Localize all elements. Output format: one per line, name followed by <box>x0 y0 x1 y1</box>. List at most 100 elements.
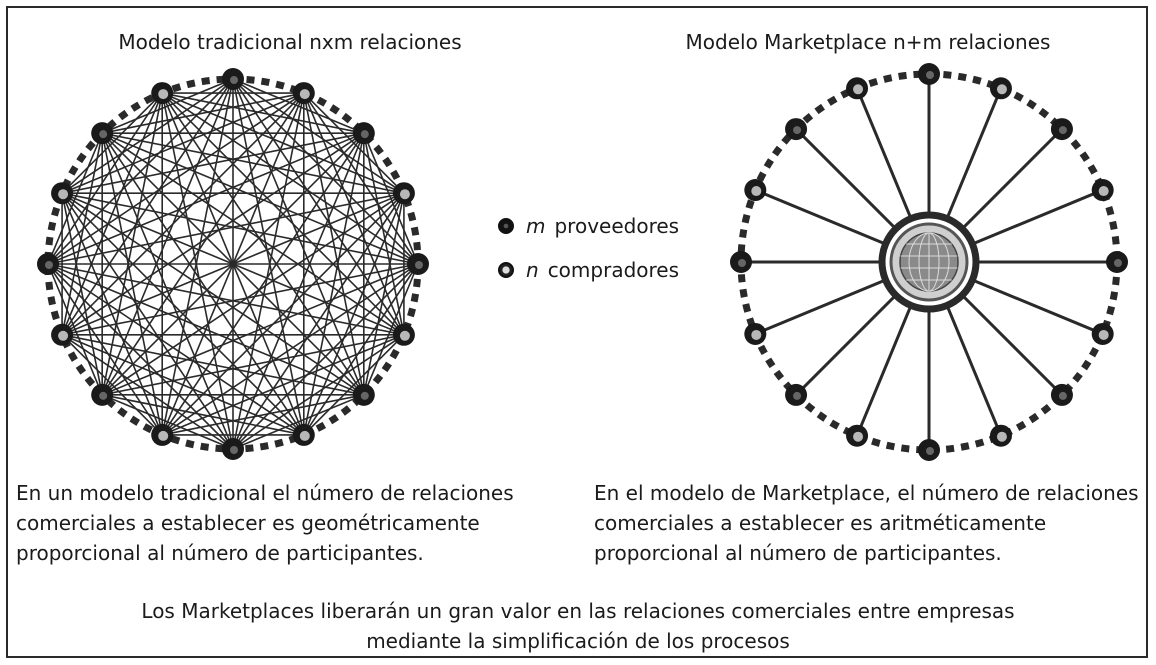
relation-line <box>101 192 405 396</box>
relation-line <box>47 132 103 265</box>
relation-line <box>363 193 405 395</box>
relation-line <box>101 132 405 336</box>
supplier-node-core <box>926 71 934 79</box>
relation-line <box>232 78 405 194</box>
supplier-node-icon <box>498 218 514 234</box>
relation-line <box>47 92 163 265</box>
relation-line <box>61 192 163 436</box>
legend-suppliers-symbol: m <box>526 214 546 238</box>
title-marketplace-model: Modelo Marketplace n+m relaciones <box>685 30 1051 54</box>
relation-line <box>101 132 305 436</box>
relation-line <box>47 263 305 436</box>
legend-buyers-symbol: n <box>526 258 539 282</box>
supplier-node-core <box>360 130 369 139</box>
supplier-node-core <box>230 76 238 84</box>
relation-line <box>61 263 419 336</box>
supplier-node-core <box>1058 391 1067 400</box>
title-traditional-model: Modelo tradicional nxm relaciones <box>118 30 462 54</box>
caption-line: En el modelo de Marketplace, el número d… <box>594 481 1139 505</box>
relation-line <box>161 92 234 450</box>
buyer-node-core <box>399 330 410 341</box>
traditional-mesh-network <box>37 68 429 460</box>
relation-line <box>232 334 405 450</box>
buyer-node-icon <box>498 262 514 278</box>
relation-line <box>61 92 163 336</box>
buyer-node-core <box>996 431 1007 442</box>
buyer-node-core <box>1098 186 1109 197</box>
supplier-node-core <box>1058 126 1067 135</box>
supplier-node-core <box>99 391 108 400</box>
relation-line <box>303 92 419 265</box>
buyer-node-core <box>853 431 864 442</box>
buyer-node-core <box>996 84 1007 95</box>
caption-line: proporcional al número de participantes. <box>16 541 424 565</box>
globe-icon <box>899 232 959 292</box>
relation-line <box>101 394 234 450</box>
relation-line <box>47 263 163 436</box>
relation-line <box>303 263 419 436</box>
caption-line: comerciales a establecer es aritméticame… <box>594 511 1047 535</box>
relation-line <box>363 133 405 335</box>
relation-line <box>161 92 305 436</box>
relation-line <box>61 192 419 265</box>
relation-line <box>161 92 405 194</box>
relation-line <box>61 192 234 450</box>
relation-line <box>61 92 163 194</box>
relation-line <box>161 92 419 265</box>
buyer-node-core <box>853 84 864 95</box>
supplier-node-core <box>738 259 746 267</box>
relation-line <box>47 192 405 265</box>
conclusion-text: Los Marketplaces liberarán un gran valor… <box>0 596 1156 656</box>
supplier-node-core <box>99 130 108 139</box>
supplier-node-core <box>926 447 934 455</box>
relation-line <box>162 394 364 436</box>
marketplace-hub <box>878 211 980 313</box>
buyer-node-core <box>1098 329 1109 340</box>
supplier-node-core <box>415 261 423 269</box>
buyer-node-core <box>751 329 762 340</box>
relation-line <box>162 92 364 134</box>
relation-line <box>61 192 365 396</box>
relation-line <box>101 92 305 396</box>
relation-line <box>102 394 304 436</box>
relation-line <box>47 263 103 396</box>
relation-line <box>232 92 305 450</box>
buyer-node-core <box>58 330 69 341</box>
supplier-node-core <box>230 446 238 454</box>
supplier-node-core <box>45 261 53 269</box>
relation-line <box>161 132 365 436</box>
relation-line <box>102 92 304 134</box>
relation-line <box>61 132 365 336</box>
buyer-node-core <box>158 430 169 441</box>
relation-line <box>61 133 103 335</box>
buyer-node-core <box>299 430 310 441</box>
legend-suppliers-label: proveedores <box>554 214 680 238</box>
conclusion-line: Los Marketplaces liberarán un gran valor… <box>141 599 1015 623</box>
relation-line <box>101 92 163 395</box>
caption-traditional-model: En un modelo tradicional el número de re… <box>16 478 576 568</box>
caption-line: En un modelo tradicional el número de re… <box>16 481 514 505</box>
buyer-node-core <box>158 89 169 100</box>
relation-line <box>161 92 405 336</box>
conclusion-line: mediante la simplificación de los proces… <box>366 629 790 653</box>
relation-line <box>61 334 234 450</box>
supplier-node-core <box>793 126 802 135</box>
relation-line <box>101 133 163 436</box>
buyer-node-core <box>751 186 762 197</box>
marketplace-star-network <box>730 63 1128 461</box>
relation-line <box>61 334 163 436</box>
legend-item-suppliers: m proveedores <box>498 204 679 248</box>
relation-line <box>161 92 365 396</box>
legend: m proveedores n compradores <box>498 204 679 292</box>
buyer-node-core <box>58 189 69 200</box>
supplier-node-core <box>360 391 369 400</box>
legend-buyers-label: compradores <box>547 258 680 282</box>
relation-line <box>101 132 419 265</box>
buyer-node-core <box>399 189 410 200</box>
relation-line <box>61 78 234 194</box>
caption-line: comerciales a establecer es geométricame… <box>16 511 480 535</box>
supplier-node-core <box>793 391 802 400</box>
caption-line: proporcional al número de participantes. <box>594 541 1002 565</box>
legend-item-buyers: n compradores <box>498 248 679 292</box>
